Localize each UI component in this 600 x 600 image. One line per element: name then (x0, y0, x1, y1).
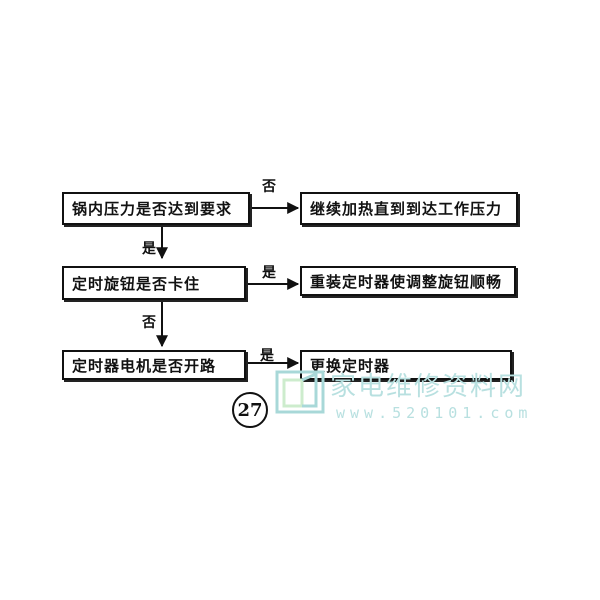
label-no-2: 否 (142, 315, 156, 331)
label-yes-2: 是 (262, 265, 276, 281)
figure-number: 27 (232, 392, 268, 428)
watermark-url: www.520101.com (336, 404, 533, 422)
label-no-1: 否 (262, 179, 276, 195)
a1-box: 继续加热直到到达工作压力 (300, 192, 518, 225)
label-yes-3: 是 (260, 348, 274, 364)
q3-box: 定时器电机是否开路 (62, 350, 246, 380)
q2-box: 定时旋钮是否卡住 (62, 266, 246, 300)
a2-box: 重装定时器使调整旋钮顺畅 (300, 266, 516, 296)
q1-text: 锅内压力是否达到要求 (72, 200, 233, 218)
label-yes-1: 是 (142, 241, 156, 257)
figure-number-text: 27 (237, 399, 263, 421)
a2-text: 重装定时器使调整旋钮顺畅 (310, 272, 503, 291)
a3-text: 更换定时器 (310, 356, 391, 375)
watermark-logo (275, 370, 325, 414)
a3-box: 更换定时器 (300, 350, 512, 380)
a1-text: 继续加热直到到达工作压力 (310, 200, 503, 218)
watermark-text: 家电维修资料网 (330, 372, 527, 402)
q1-box: 锅内压力是否达到要求 (62, 192, 250, 225)
q3-text: 定时器电机是否开路 (72, 356, 217, 375)
q2-text: 定时旋钮是否卡住 (72, 274, 201, 293)
